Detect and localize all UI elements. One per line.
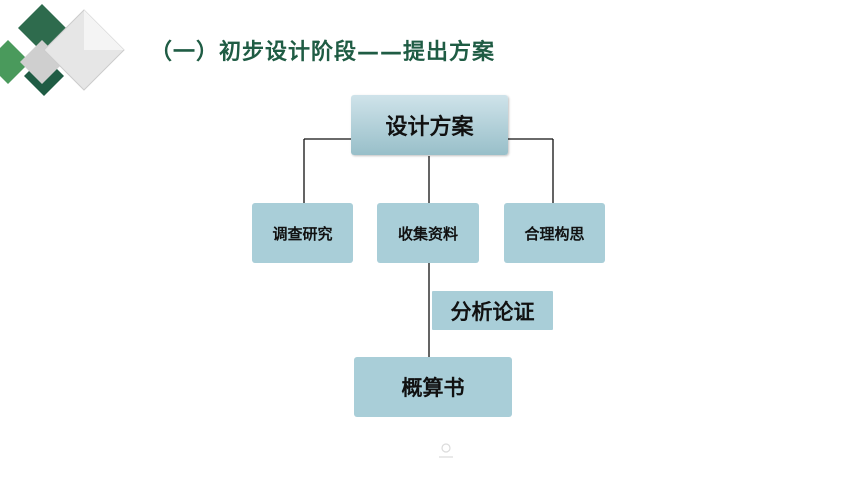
child-node-conceive-label: 合理构思 (524, 224, 585, 243)
result-node: 概算书 (354, 357, 512, 417)
child-node-collect-label: 收集资料 (397, 224, 458, 243)
result-node-label: 概算书 (401, 376, 465, 400)
child-node-research-label: 调查研究 (272, 224, 333, 243)
child-node-research: 调查研究 (252, 203, 353, 263)
child-node-conceive: 合理构思 (504, 203, 605, 263)
root-node-label: 设计方案 (385, 115, 474, 140)
location-pin-icon (439, 443, 453, 458)
root-node: 设计方案 (351, 95, 508, 155)
diamond-logo-icon (0, 4, 125, 96)
analysis-label-box: 分析论证 (432, 291, 553, 330)
child-node-collect: 收集资料 (377, 203, 479, 263)
analysis-label: 分析论证 (450, 299, 535, 324)
slide-title: （一）初步设计阶段——提出方案 (150, 40, 496, 65)
